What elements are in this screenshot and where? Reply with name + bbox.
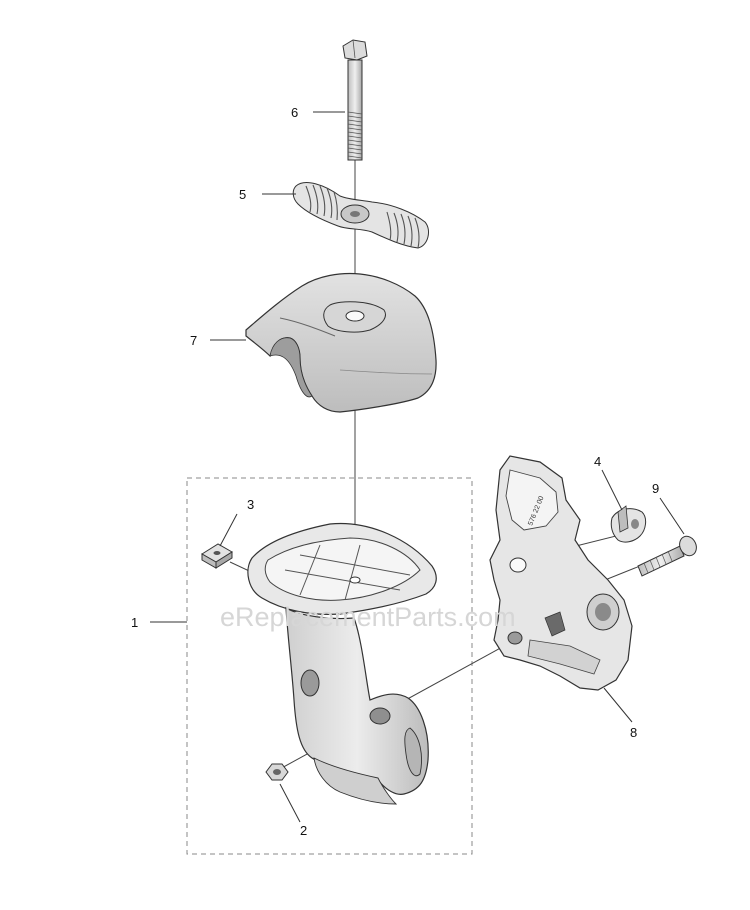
callout-2: 2 xyxy=(300,823,308,838)
leader-lines xyxy=(150,111,685,823)
part-wing-nut-5 xyxy=(292,182,429,249)
part-hex-nut-2 xyxy=(265,763,289,781)
callout-4: 4 xyxy=(594,454,602,469)
callout-5: 5 xyxy=(239,187,247,202)
part-bolt-6 xyxy=(342,39,368,161)
part-clip-4 xyxy=(610,505,647,543)
watermark-text: eReplacementParts.com xyxy=(220,602,516,632)
part-square-nut-3 xyxy=(201,543,233,569)
part-cover-7 xyxy=(245,272,437,413)
callout-7: 7 xyxy=(190,333,198,348)
part-handle-body-1 xyxy=(247,522,437,805)
part-screw-9 xyxy=(637,535,697,577)
callout-3: 3 xyxy=(247,497,255,512)
callout-8: 8 xyxy=(630,725,638,740)
callout-1: 1 xyxy=(131,615,139,630)
assembly-dashed-box xyxy=(186,477,473,855)
callout-9: 9 xyxy=(652,481,660,496)
part-bracket-8: 576 22 00 xyxy=(489,455,633,691)
callout-6: 6 xyxy=(291,105,299,120)
